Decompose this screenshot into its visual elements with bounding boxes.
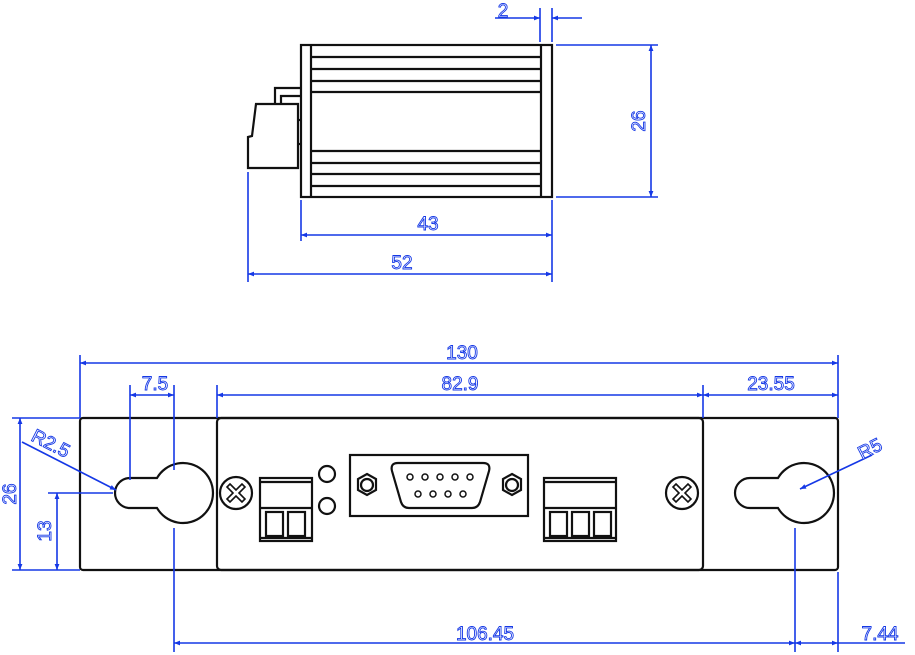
dim-right-margin: 23.55 bbox=[747, 374, 795, 395]
side-terminal-block bbox=[246, 86, 301, 170]
left-terminal-block bbox=[258, 476, 314, 543]
left-screw-icon bbox=[218, 475, 254, 511]
right-terminal-block bbox=[542, 476, 618, 543]
dim-side-height: 26 bbox=[629, 110, 650, 131]
dim-front-height: 26 bbox=[0, 483, 21, 504]
dim-right-hole-offset: 7.44 bbox=[862, 624, 899, 645]
front-view: 130 7.5 82.9 23.55 26 13 R2.5 R5 106.45 bbox=[0, 343, 905, 652]
led-indicator bbox=[317, 464, 337, 484]
dim-hole-spacing: 106.45 bbox=[456, 624, 514, 645]
led-indicator bbox=[317, 496, 337, 516]
side-view: 2 26 43 52 bbox=[246, 1, 658, 282]
left-keyhole bbox=[113, 461, 214, 525]
dim-hole-offset: 7.5 bbox=[142, 374, 168, 395]
dim-panel-width: 82.9 bbox=[442, 374, 479, 395]
dim-end-cap: 2 bbox=[498, 1, 509, 22]
dim-body-length: 43 bbox=[417, 214, 438, 235]
heatsink-fins bbox=[311, 55, 541, 188]
dim-total-length: 52 bbox=[391, 253, 412, 274]
dim-hole-height: 13 bbox=[35, 520, 56, 541]
front-panel bbox=[215, 416, 705, 572]
dim-large-radius: R5 bbox=[855, 435, 886, 465]
right-screw-icon bbox=[664, 475, 700, 511]
db9-connector bbox=[348, 453, 530, 518]
mounting-plate bbox=[78, 416, 840, 572]
dim-total-width: 130 bbox=[446, 343, 478, 364]
right-keyhole bbox=[733, 461, 835, 525]
